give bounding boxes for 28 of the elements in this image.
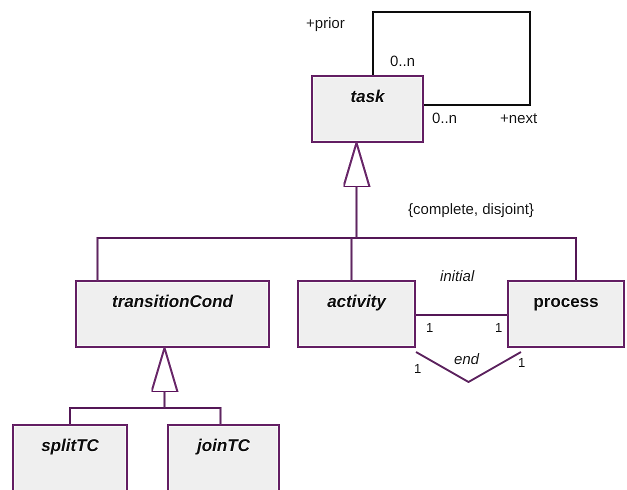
role-name: +prior [306, 16, 345, 31]
multiplicity: 0..n [432, 111, 458, 126]
class-name: activity [326, 292, 388, 312]
multiplicity: 1 [495, 321, 502, 334]
edge-label: initial [438, 269, 476, 284]
multiplicity: 0..n [390, 54, 416, 69]
multiplicity: 1 [518, 356, 526, 369]
generalization-arrow [150, 347, 222, 424]
constraint-text: {complete, disjoint} [408, 202, 534, 217]
class-box [297, 280, 416, 348]
class-name: transitionCond [111, 292, 234, 312]
self-association-line [372, 11, 531, 106]
class-box [507, 280, 625, 348]
generalization-arrow [342, 142, 577, 280]
association-line [416, 351, 522, 384]
class-box [75, 280, 270, 348]
class-name: joinTC [194, 436, 251, 456]
edge-label: end [452, 352, 482, 367]
class-name: splitTC [40, 436, 100, 456]
class-box [167, 424, 280, 490]
class-box [311, 75, 424, 143]
association-line [416, 314, 507, 316]
multiplicity: 1 [414, 362, 422, 375]
class-box [12, 424, 128, 490]
role-name: +next [500, 111, 538, 126]
multiplicity: 1 [426, 321, 434, 334]
class-name: task [349, 87, 386, 107]
class-name: process [532, 292, 600, 312]
